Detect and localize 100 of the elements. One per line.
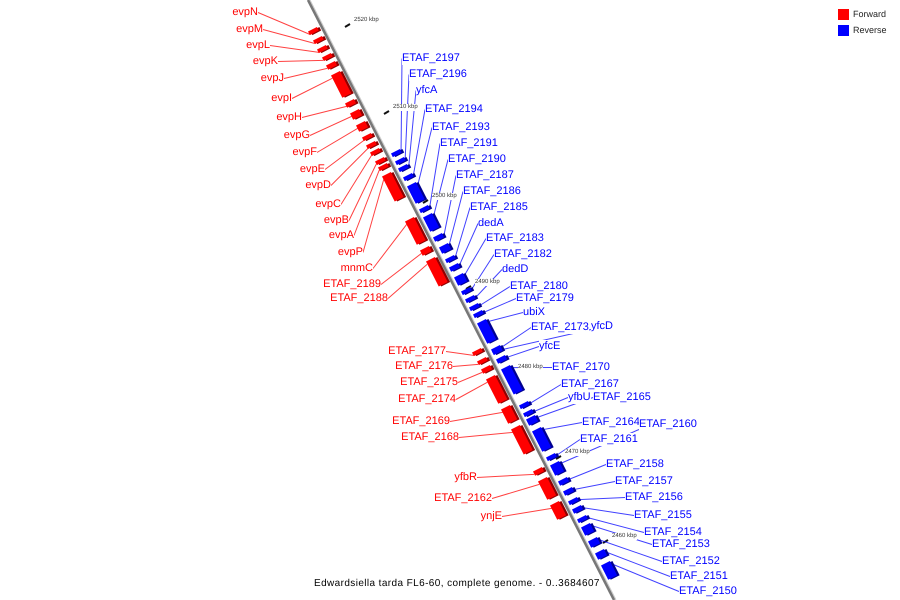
gene-block: [588, 536, 604, 548]
gene-label: ETAF_2154: [644, 526, 702, 539]
gene-block: [492, 346, 505, 355]
gene-label: ETAF_2188: [330, 292, 388, 305]
gene-label: yfcD: [591, 320, 613, 333]
gene-block: [469, 302, 482, 311]
gene-label: ETAF_2193: [432, 121, 490, 134]
gene-block: [472, 310, 486, 318]
gene-block: [568, 496, 582, 505]
leader-line: [458, 223, 478, 266]
leader-line: [482, 298, 516, 314]
leader-line: [354, 170, 380, 236]
gene-block: [312, 36, 326, 44]
leader-line: [487, 312, 524, 322]
leader-line: [458, 372, 483, 383]
leader-line: [464, 238, 486, 276]
gene-block: [465, 294, 478, 303]
gene-label: yfbR: [454, 471, 477, 484]
gene-block: [398, 164, 412, 172]
gene-label: ETAF_2175: [400, 376, 458, 389]
gene-block: [382, 172, 406, 202]
gene-block: [344, 98, 359, 108]
gene-label: ETAF_2164: [582, 416, 640, 429]
gene-block: [532, 466, 546, 476]
leader-line: [556, 439, 580, 456]
leader-line: [578, 497, 626, 500]
gene-block: [562, 486, 577, 496]
gene-block: [444, 254, 458, 263]
leader-line: [568, 464, 606, 480]
gene-label: evpN: [232, 6, 258, 19]
gene-block: [511, 424, 536, 454]
gene-block: [501, 404, 520, 424]
gene-label: ETAF_2180: [510, 280, 568, 293]
gene-block: [433, 232, 447, 242]
gene-label: ETAF_2157: [615, 475, 673, 488]
leader-line: [388, 264, 428, 299]
gene-label: ETAF_2174: [398, 393, 456, 406]
gene-block: [523, 408, 536, 417]
gene-block: [594, 548, 610, 560]
leader-line: [529, 384, 562, 404]
caption: Edwardsiella tarda FL6-60, complete genome. - 0..3684607: [314, 578, 600, 590]
leader-line: [292, 78, 333, 99]
gene-label: evpL: [246, 39, 270, 52]
gene-label: ETAF_2197: [402, 52, 460, 65]
gene-block: [480, 364, 494, 374]
leader-line: [408, 90, 416, 168]
gene-block: [438, 242, 454, 254]
legend-label: Reverse: [853, 25, 887, 36]
gene-label: ETAF_2185: [470, 201, 528, 214]
gene-label: ETAF_2156: [625, 491, 683, 504]
leader-line: [348, 164, 377, 221]
gene-label: ETAF_2173: [531, 321, 589, 334]
leader-line: [400, 58, 402, 152]
leader-line: [270, 45, 320, 53]
leader-line: [446, 351, 474, 356]
gene-label: evpM: [236, 23, 263, 36]
gene-block: [486, 374, 510, 404]
leader-line: [492, 484, 540, 499]
gene-block: [448, 262, 462, 272]
gene-block: [362, 132, 376, 141]
leader-line: [452, 364, 479, 367]
leader-line: [417, 127, 432, 186]
gene-label: yfbU: [568, 391, 591, 404]
gene-block: [322, 52, 335, 61]
gene-label: evpF: [292, 146, 317, 159]
gene-label: evpB: [324, 214, 349, 227]
leader-line: [324, 140, 364, 170]
gene-label: ETAF_2161: [580, 433, 638, 446]
gene-block: [366, 140, 380, 149]
leader-line: [500, 327, 532, 348]
leader-line: [572, 481, 616, 490]
gene-block: [330, 70, 354, 98]
gene-label: ETAF_2179: [516, 292, 574, 305]
leader-line: [380, 252, 422, 285]
gene-label: ETAF_2170: [552, 361, 610, 374]
gene-label: ETAF_2186: [463, 185, 521, 198]
gene-label: ETAF_2153: [652, 538, 710, 551]
gene-label: evpP: [338, 246, 363, 259]
gene-label: ETAF_2191: [440, 137, 498, 150]
gene-label: ETAF_2196: [409, 68, 467, 81]
gene-label: evpC: [315, 198, 341, 211]
leader-line: [262, 29, 315, 44]
gene-label: ETAF_2151: [670, 570, 728, 583]
gene-label: ETAF_2165: [593, 391, 651, 404]
gene-block: [550, 500, 569, 520]
gene-block: [419, 204, 432, 213]
gene-label: ETAF_2183: [486, 232, 544, 245]
gene-block: [374, 156, 388, 165]
leader-line: [278, 60, 324, 62]
leader-line: [458, 432, 514, 438]
gene-block: [532, 426, 554, 452]
gene-block: [546, 452, 559, 461]
gene-label: ETAF_2160: [639, 418, 697, 431]
leader-line: [310, 116, 352, 136]
gene-label: ETAF_2167: [561, 378, 619, 391]
gene-label: ETAF_2158: [606, 458, 664, 471]
gene-block: [538, 476, 558, 500]
leader-line: [284, 68, 328, 79]
leader-line: [362, 178, 384, 253]
gene-label: evpH: [276, 111, 302, 124]
